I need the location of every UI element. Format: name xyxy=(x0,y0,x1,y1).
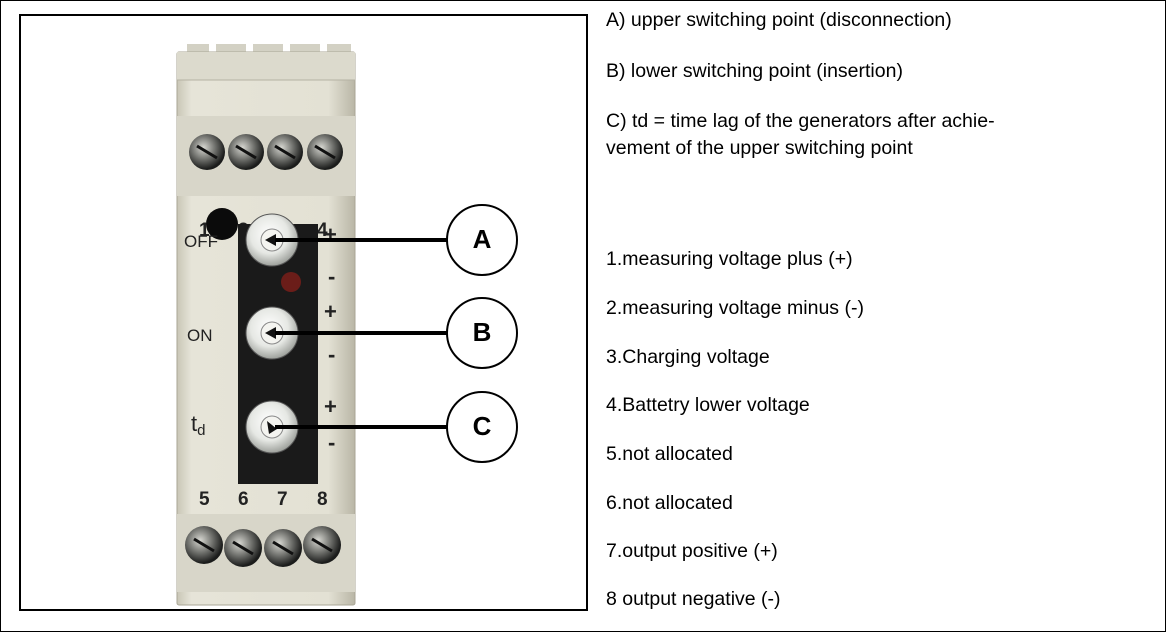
terminal-desc-1: 1.measuring voltage plus (+) xyxy=(606,247,853,271)
legend-c-line2: vement of the upper switching point xyxy=(606,136,913,160)
terminal-number-7: 7 xyxy=(277,489,288,510)
legend-a: A) upper switching point (disconnection) xyxy=(606,8,952,32)
minus-mark-b: - xyxy=(328,342,335,367)
callout-a-label: A xyxy=(473,224,492,254)
callout-b: B xyxy=(447,298,517,368)
off-label: OFF xyxy=(184,232,218,251)
device-photo-frame: 1 2 3 4 OFF ON td xyxy=(19,14,588,611)
callout-c: C xyxy=(447,392,517,462)
plus-mark-c: + xyxy=(324,394,337,419)
on-label: ON xyxy=(187,326,213,345)
plus-mark-b: + xyxy=(324,299,337,324)
terminal-number-8: 8 xyxy=(317,489,328,510)
terminal-desc-8: 8 output negative (-) xyxy=(606,587,781,611)
terminal-desc-6: 6.not allocated xyxy=(606,491,733,515)
terminal-number-5: 5 xyxy=(199,489,210,510)
minus-mark-a: - xyxy=(328,264,335,289)
terminal-desc-5: 5.not allocated xyxy=(606,442,733,466)
legend-b: B) lower switching point (insertion) xyxy=(606,59,903,83)
plus-mark-a: + xyxy=(324,222,337,247)
callout-b-label: B xyxy=(473,317,492,347)
terminal-desc-4: 4.Battetry lower voltage xyxy=(606,393,810,417)
callout-a: A xyxy=(447,205,517,275)
terminal-desc-2: 2.measuring voltage minus (-) xyxy=(606,296,864,320)
device-photo: 1 2 3 4 OFF ON td xyxy=(21,16,586,609)
terminal-number-6: 6 xyxy=(238,489,249,510)
minus-mark-c: - xyxy=(328,430,335,455)
top-tabs xyxy=(187,44,351,52)
terminal-desc-3: 3.Charging voltage xyxy=(606,345,770,369)
callout-c-label: C xyxy=(473,411,492,441)
terminal-desc-7: 7.output positive (+) xyxy=(606,539,778,563)
legend-c-line1: C) td = time lag of the generators after… xyxy=(606,109,995,133)
